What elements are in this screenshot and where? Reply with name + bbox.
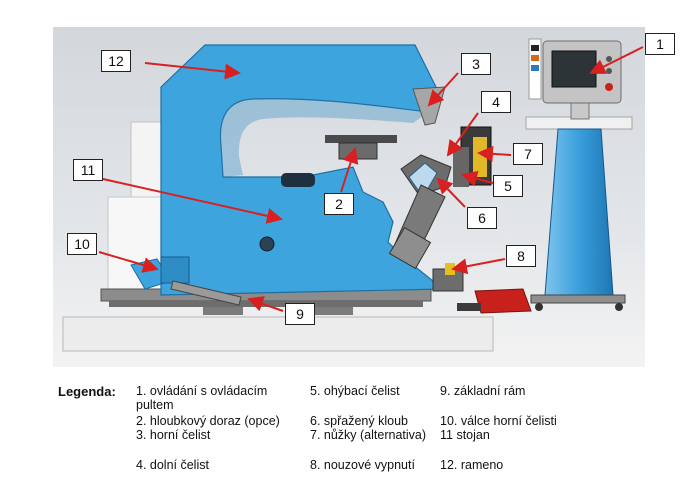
callout-8: 8 — [506, 245, 536, 267]
legend-item: 7. nůžky (alternativa) — [310, 428, 427, 442]
base-foot — [203, 307, 243, 315]
callout-7: 7 — [513, 143, 543, 165]
callout-3: 3 — [461, 53, 491, 75]
legend-item: 3. horní čelist — [136, 428, 211, 442]
legend-title: Legenda: — [58, 384, 116, 399]
callout-5: 5 — [493, 175, 523, 197]
legend-item: 1. ovládání s ovládacím pultem — [136, 384, 268, 412]
callout-1: 1 — [645, 33, 675, 55]
c-frame-arm — [160, 44, 445, 296]
legend-item: 5. ohýbací čelist — [310, 384, 400, 398]
control-panel-stop-button — [605, 83, 613, 91]
frame-bolt — [259, 236, 275, 252]
callout-9: 9 — [285, 303, 315, 325]
strip-block-blue — [531, 65, 539, 71]
arrow-11 — [102, 178, 283, 224]
legend-item: 6. spřažený kloub — [310, 414, 408, 428]
throat-shadow — [220, 98, 429, 177]
callout-11: 11 — [73, 159, 103, 181]
pedal-base — [457, 303, 481, 311]
callout-10: 10 — [67, 233, 97, 255]
strip-block-black — [531, 45, 539, 51]
cylinder-rod — [170, 280, 242, 306]
control-panel-button — [606, 56, 612, 62]
callout-2: 2 — [324, 193, 354, 215]
legend-item: 8. nouzové vypnutí — [310, 458, 415, 472]
depth-stop-bar — [325, 135, 397, 143]
frame-slot — [281, 173, 315, 187]
arrow-4 — [446, 112, 479, 157]
shears-bracket — [453, 147, 469, 187]
arrow-10 — [98, 251, 159, 273]
strip-block-orange — [531, 55, 539, 61]
arrow-12 — [144, 62, 241, 80]
cylinder-mount — [160, 256, 190, 284]
legend-item: 11 stojan — [440, 428, 490, 442]
arrow-3 — [427, 72, 459, 107]
base-foot — [313, 307, 353, 315]
emergency-stop-pedal — [474, 288, 532, 314]
depth-stop-body — [338, 142, 378, 160]
callout-6: 6 — [467, 207, 497, 229]
arrow-9 — [247, 296, 284, 312]
arrow-2 — [340, 147, 359, 193]
machine-diagram: 1 2 3 4 5 6 7 8 9 10 11 12 — [53, 27, 675, 367]
arrow-5 — [461, 170, 494, 187]
callout-4: 4 — [481, 91, 511, 113]
arrow-1 — [589, 46, 644, 74]
arrow-8 — [451, 258, 506, 275]
machine-illustration — [53, 27, 645, 367]
pult-base — [530, 294, 626, 304]
legend-item: 4. dolní čelist — [136, 458, 209, 472]
control-panel-screen — [551, 50, 597, 88]
legend-item: 2. hloubkový doraz (opce) — [136, 414, 280, 428]
shears-yellow-part — [473, 137, 487, 177]
pult-wheel — [535, 303, 543, 311]
arrow-7 — [477, 145, 512, 162]
legend-item: 9. základní rám — [440, 384, 526, 398]
base-block — [62, 316, 494, 352]
legend: Legenda: 1. ovládání s ovládacím pultem … — [58, 384, 678, 494]
bending-cylinder — [388, 226, 432, 270]
estop-yellow — [445, 263, 455, 275]
callout-arrows — [98, 46, 644, 312]
control-panel-button — [606, 68, 612, 74]
arrow-6 — [436, 177, 466, 208]
legend-item: 12. rameno — [440, 458, 504, 472]
callout-12: 12 — [101, 50, 131, 72]
pult-wheel — [615, 303, 623, 311]
legend-item: 10. válce horní čelisti — [440, 414, 557, 428]
